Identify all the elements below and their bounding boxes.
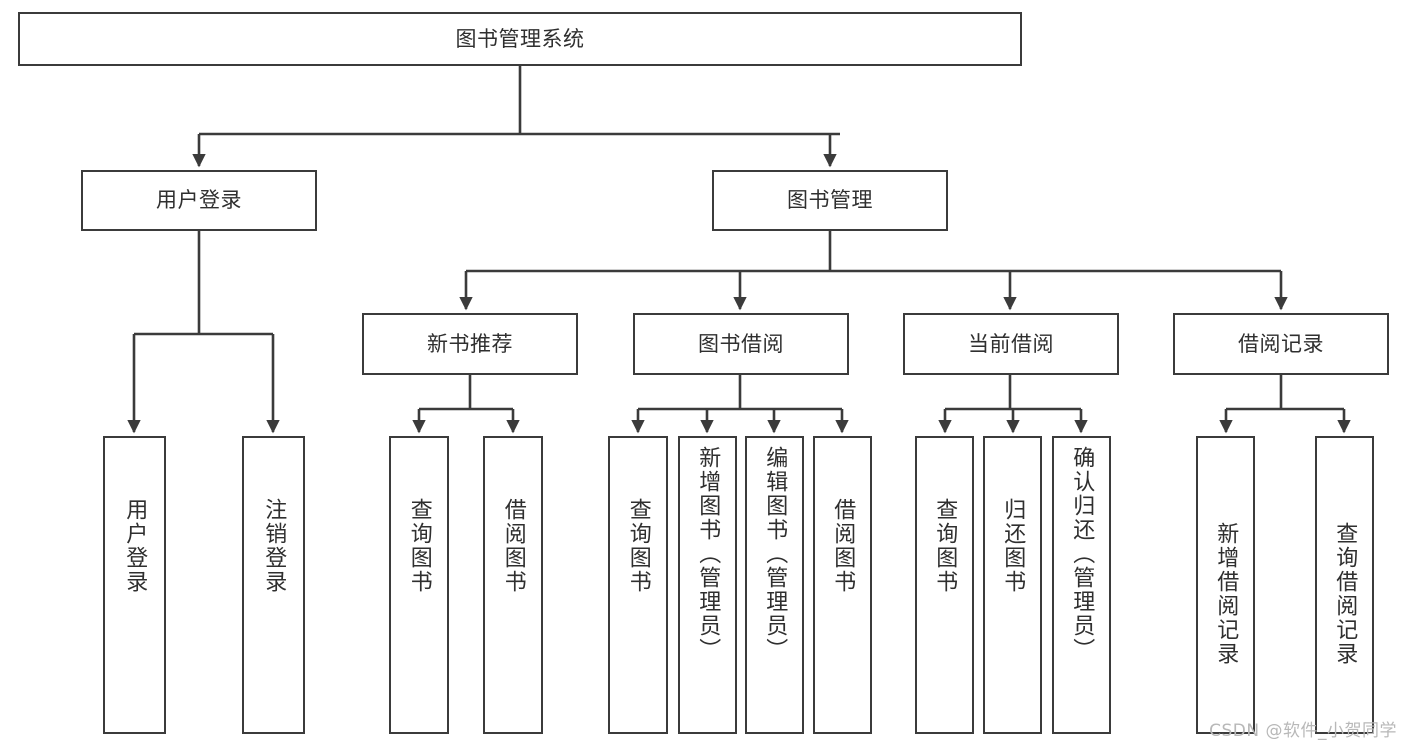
node-new-book-rec[interactable]: 新书推荐 [362, 313, 578, 375]
node-borrow-record[interactable]: 借阅记录 [1173, 313, 1389, 375]
node-book-borrow[interactable]: 图书借阅 [633, 313, 849, 375]
node-leaf-borrow-book-label: 借阅图书 [830, 498, 856, 594]
node-current-borrow-label: 当前借阅 [968, 331, 1054, 356]
node-borrow-record-label: 借阅记录 [1238, 331, 1324, 356]
node-book-manage-label: 图书管理 [787, 188, 873, 213]
node-leaf-add-borrow-record-label: 新增借阅记录 [1213, 522, 1239, 666]
node-user-login[interactable]: 用户登录 [81, 170, 317, 231]
node-leaf-edit-book-admin[interactable]: 编辑图书（管理员） [745, 436, 804, 734]
node-leaf-add-book-admin-label: 新增图书（管理员） [695, 446, 721, 662]
node-book-borrow-label: 图书借阅 [698, 331, 784, 356]
node-leaf-add-book-admin[interactable]: 新增图书（管理员） [678, 436, 737, 734]
node-leaf-add-borrow-record[interactable]: 新增借阅记录 [1196, 436, 1255, 734]
node-leaf-borrow-book-rec-label: 借阅图书 [500, 498, 526, 594]
node-leaf-query-book-current[interactable]: 查询图书 [915, 436, 974, 734]
node-leaf-query-borrow-record[interactable]: 查询借阅记录 [1315, 436, 1374, 734]
node-current-borrow[interactable]: 当前借阅 [903, 313, 1119, 375]
node-leaf-user-login-label: 用户登录 [122, 498, 148, 594]
node-leaf-query-book-current-label: 查询图书 [932, 498, 958, 594]
node-leaf-borrow-book-rec[interactable]: 借阅图书 [483, 436, 543, 734]
node-leaf-edit-book-admin-label: 编辑图书（管理员） [762, 446, 788, 662]
node-new-book-rec-label: 新书推荐 [427, 331, 513, 356]
node-leaf-query-borrow-record-label: 查询借阅记录 [1332, 522, 1358, 666]
node-root[interactable]: 图书管理系统 [18, 12, 1022, 66]
node-leaf-query-book-borrow[interactable]: 查询图书 [608, 436, 668, 734]
node-leaf-query-book-rec[interactable]: 查询图书 [389, 436, 449, 734]
node-leaf-query-book-borrow-label: 查询图书 [625, 498, 651, 594]
node-leaf-user-login[interactable]: 用户登录 [103, 436, 166, 734]
node-leaf-user-logout-label: 注销登录 [261, 498, 287, 594]
node-root-label: 图书管理系统 [455, 26, 585, 51]
csdn-watermark: CSDN @软件_小贺同学 [1209, 721, 1397, 741]
node-user-login-label: 用户登录 [156, 188, 242, 213]
node-leaf-borrow-book[interactable]: 借阅图书 [813, 436, 872, 734]
node-book-manage[interactable]: 图书管理 [712, 170, 948, 231]
node-leaf-return-book-label: 归还图书 [1000, 498, 1026, 594]
node-leaf-return-book[interactable]: 归还图书 [983, 436, 1042, 734]
node-leaf-confirm-return-admin[interactable]: 确认归还（管理员） [1052, 436, 1111, 734]
node-leaf-confirm-return-admin-label: 确认归还（管理员） [1069, 446, 1095, 662]
node-leaf-user-logout[interactable]: 注销登录 [242, 436, 305, 734]
node-leaf-query-book-rec-label: 查询图书 [406, 498, 432, 594]
